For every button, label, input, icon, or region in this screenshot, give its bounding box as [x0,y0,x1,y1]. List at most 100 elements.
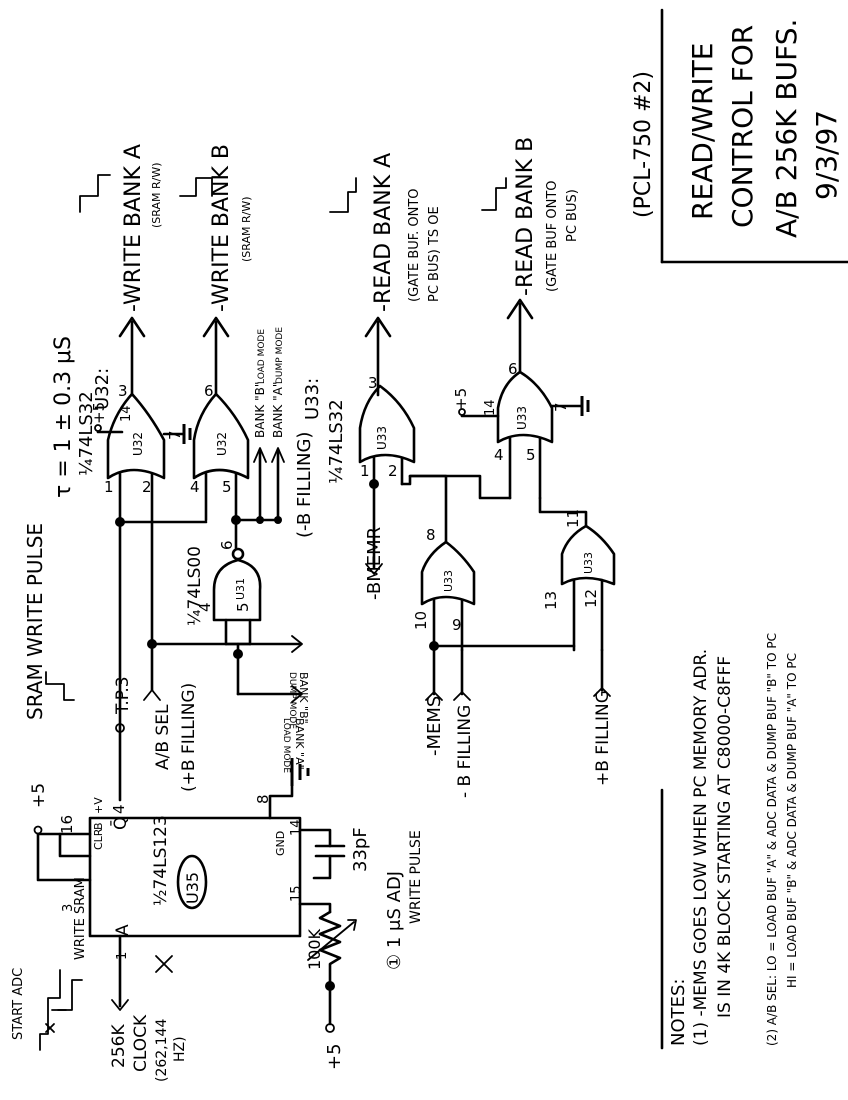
u33-b-label: U33 [515,406,529,430]
title-block: READ/WRITE CONTROL FOR A/B 256K BUFS. 9/… [631,8,848,264]
u33-d-pin12: 12 [582,589,600,608]
u35-ground [268,758,310,820]
u33-a-pin3: 3 [368,374,378,392]
u32-type-b: ¼74LS32 [76,391,97,476]
u33-a-label: U33 [375,426,389,450]
label-bank-b-dump: BANK "B" [297,672,310,724]
cap-value: 33pF [350,827,371,872]
u32-a-pin1: 1 [104,478,114,496]
gate-u33-c: U33 8 10 9 [412,526,476,652]
title-line-1: READ/WRITE [686,43,719,221]
output-write-bank-b: -WRITE BANK B (SRAM R/W) [179,144,253,397]
u33-a-pin2: 2 [388,462,398,480]
u35-type: ½74LS123 [151,815,171,906]
clock-line1: 256K [109,1024,129,1068]
u32-a-pin2: 2 [142,478,152,496]
clock-line4: HZ) [172,1036,188,1062]
u35-pin15: 15 [289,885,304,902]
write-b-pulse-icon [179,177,213,197]
adj-label: ① 1 μS ADJ [384,871,405,970]
u35-pin1: 1 [115,952,130,960]
u33-a-pin1: 1 [360,462,370,480]
u35-pin14: 14 [289,819,304,836]
res-value: 100K [305,928,324,970]
read-bank-a-label: -READ BANK A [371,153,396,312]
u33-type-a: U33: [302,378,323,420]
read-bank-b-label: -READ BANK B [513,137,538,296]
clock-line2: CLOCK [131,1014,151,1072]
u35-pin4: 4 [110,804,128,814]
label-load-mode-2: LOAD MODE [281,718,291,773]
u32-b-pin6: 6 [204,382,214,400]
notes-heading: NOTES: [668,979,689,1047]
u35-pin-clr: CLR [92,828,105,850]
u35-pin3: 3 [61,904,76,912]
start-adc-timing: START ADC WRITE SRAM [11,877,88,1051]
u33-d-pin13: 13 [542,591,560,610]
u33-b-pin4: 4 [494,446,504,464]
u32-a-pin14: 14 [119,405,134,422]
note-1b: IS IN 4K BLOCK STARTING AT C8000-C8FFF [715,656,735,1018]
u32-a-label: U32 [131,432,145,456]
title-line-3: A/B 256K BUFS. [770,19,803,238]
u35-pin16: 16 [58,815,76,834]
note-1a: (1) -MEMS GOES LOW WHEN PC MEMORY ADR. [691,649,711,1046]
u33-c-label: U33 [442,570,455,592]
pulse-title: SRAM WRITE PULSE [23,523,47,720]
gate-u32-b: U32 4 5 6 [190,382,250,522]
u35-pin-b: B [92,822,105,830]
write-bank-a-sub: (SRAM R/W) [150,162,163,228]
clock-line3: (262,144 [154,1019,170,1082]
u35-pin-v: +V [92,797,105,814]
u33-plus5: +5 [452,388,470,410]
gate-u33-a: U33 1 2 3 [358,374,416,486]
label-b-filling: (-B FILLING) [294,432,315,538]
read-bank-b-sub1: (GATE BUF ONTO [545,181,560,293]
u35-supply: +5 [29,783,92,882]
label-bmemr: -BMEMR [364,527,385,600]
label-bank-a-dump: BANK "A" [271,382,285,438]
gate-u33-d: U33 11 13 12 [542,509,616,652]
u35-pin-a: A [113,924,133,936]
u35-plus5: +5 [29,783,49,808]
u35-label: U35 [183,872,202,904]
u31-type: ¼74LS00 [185,546,205,626]
u32-a-pin3: 3 [118,382,128,400]
label-tp3: T.P.3 [113,676,133,715]
label-dump-mode: DUMP MODE [275,327,285,384]
label-ab-sel-sub: (+B FILLING) [179,683,199,792]
label-bank-b-load: BANK "B" [253,382,267,438]
note-2b: HI = LOAD BUF "B" & ADC DATA & DUMP BUF … [785,653,799,988]
u32-b-pin4: 4 [190,478,200,496]
u33-type-b: ¼74LS32 [326,399,347,484]
label-mems: -MEMS [424,696,445,756]
read-bank-b-sub2: PC BUS) [565,189,580,242]
u33-c-pin9: 9 [452,616,462,634]
output-write-bank-a: -WRITE BANK A (SRAM R/W) [79,144,163,397]
label-dump-mode-2: DUMP MODE [287,672,297,729]
capacitor: 33pF [298,827,371,880]
u31-pin5: 5 [234,602,252,612]
u31-label: U31 [234,578,247,600]
u33-c-pin10: 10 [412,611,430,630]
read-b-pulse-icon [481,177,507,211]
project-tag: (PCL-750 #2) [631,71,656,218]
note-2a: (2) A/B SEL: LO = LOAD BUF "A" & ADC DAT… [765,633,779,1046]
adj-sub: WRITE PULSE [408,830,424,924]
wires [115,447,604,802]
u32-b-label: U32 [215,432,229,456]
read-bank-a-sub2: PC BUS) TS OE [427,206,442,302]
label-ab-sel: A/B SEL [153,704,173,770]
u33-c-pin8: 8 [426,526,436,544]
read-a-pulse-icon [329,177,357,213]
label-minus-b-filling: - B FILLING [455,705,475,798]
u33-d-pin11: 11 [564,509,582,528]
u33-b-pin6: 6 [508,360,518,378]
label-plus-b-filling: +B FILLING [593,690,613,786]
start-adc-label: START ADC [11,968,26,1040]
label-bank-a-load: BANK "A" [293,718,306,770]
tp3-point [115,723,125,733]
write-sram-label: WRITE SRAM [73,877,88,960]
title-line-2: CONTROL FOR [726,25,759,228]
